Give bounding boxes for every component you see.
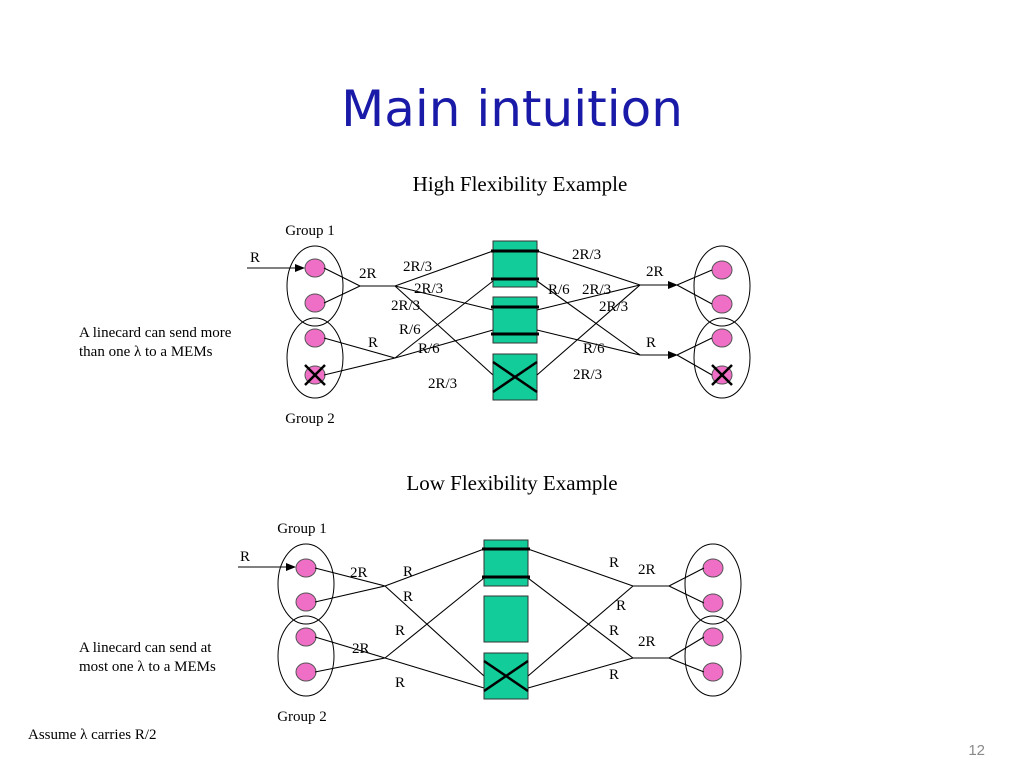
- low-link-label-l3: R: [395, 623, 405, 639]
- high-left-linecard-2: [304, 293, 326, 313]
- high-left-group1-ellipse: [286, 245, 344, 327]
- low-mems-2: [483, 595, 529, 643]
- low-link-label-l2: R: [403, 589, 413, 605]
- high-link-label-l5: R/6: [418, 341, 440, 357]
- high-left-group2-ellipse: [286, 317, 344, 399]
- low-left-group2-ellipse: [277, 615, 335, 697]
- high-left-connections: [323, 250, 494, 376]
- low-left-linecard-1: [295, 558, 317, 578]
- page-number: 12: [968, 742, 985, 759]
- slide-title: Main intuition: [341, 80, 683, 138]
- high-right-group1-ellipse: [693, 245, 751, 327]
- low-mems-1: [483, 539, 529, 587]
- high-link-label-l3: 2R/3: [391, 298, 420, 314]
- high-input-rate: R: [250, 250, 260, 266]
- high-right-2r: 2R: [646, 264, 664, 280]
- low-right-linecard-2: [702, 593, 724, 613]
- high-link-label-r3: 2R/3: [582, 282, 611, 298]
- low-link-label-r4: R: [609, 667, 619, 683]
- high-right-group2-ellipse: [693, 317, 751, 399]
- high-mems-3-x-icon: [492, 360, 538, 394]
- low-left-group1-ellipse: [277, 543, 335, 625]
- low-note-line1: A linecard can send at: [79, 640, 212, 656]
- low-group2-label: Group 2: [277, 709, 327, 725]
- high-right-linecard-2: [711, 294, 733, 314]
- high-link-label-l6: 2R/3: [428, 376, 457, 392]
- high-right-linecard-1: [711, 260, 733, 280]
- high-flex-heading: High Flexibility Example: [413, 172, 628, 196]
- low-right-group2-ellipse: [684, 615, 742, 697]
- low-mems-3-x-icon: [483, 659, 529, 693]
- high-note-line1: A linecard can send more: [79, 325, 232, 341]
- low-flexibility-diagram: Low Flexibility Example Group 1 Group 2 …: [79, 471, 742, 725]
- low-link-label-r3: R: [609, 623, 619, 639]
- low-left-linecard-4: [295, 662, 317, 682]
- low-left-2r-top: 2R: [350, 565, 368, 581]
- high-mems-2: [492, 296, 538, 344]
- high-link-label-r5: R/6: [583, 341, 605, 357]
- high-group2-label: Group 2: [285, 411, 335, 427]
- low-left-linecard-2: [295, 592, 317, 612]
- low-right-linecard-3: [702, 627, 724, 647]
- low-flex-heading: Low Flexibility Example: [406, 471, 617, 495]
- low-link-label-l1: R: [403, 564, 413, 580]
- high-left-2r: 2R: [359, 266, 377, 282]
- low-input-rate: R: [240, 549, 250, 565]
- low-left-linecard-3: [295, 627, 317, 647]
- low-link-label-r2: R: [616, 598, 626, 614]
- low-note-line2: most one λ to a MEMs: [79, 659, 216, 675]
- high-link-label-l2: 2R/3: [414, 281, 443, 297]
- low-right-linecard-4: [702, 662, 724, 682]
- high-left-linecard-1: [304, 258, 326, 278]
- high-right-connections: [536, 250, 713, 376]
- high-right-failed-x-icon: [711, 364, 733, 386]
- high-link-label-l1: 2R/3: [403, 259, 432, 275]
- footnote: Assume λ carries R/2: [28, 727, 157, 743]
- low-link-label-r1: R: [609, 555, 619, 571]
- low-link-label-l4: R: [395, 675, 405, 691]
- low-group1-label: Group 1: [277, 521, 327, 537]
- low-right-linecard-1: [702, 558, 724, 578]
- high-left-failed-x-icon: [304, 364, 326, 386]
- high-flexibility-diagram: High Flexibility Example Group 1 Group 2…: [79, 172, 751, 427]
- low-left-2r-bottom: 2R: [352, 641, 370, 657]
- high-right-r: R: [646, 335, 656, 351]
- high-link-label-r1: 2R/3: [572, 247, 601, 263]
- high-right-linecard-3: [711, 328, 733, 348]
- high-left-r: R: [368, 335, 378, 351]
- high-group1-label: Group 1: [285, 223, 335, 239]
- high-left-linecard-3: [304, 328, 326, 348]
- high-note-line2: than one λ to a MEMs: [79, 344, 213, 360]
- low-right-connections: [527, 548, 705, 689]
- high-link-label-r6: 2R/3: [573, 367, 602, 383]
- high-link-label-r4: 2R/3: [599, 299, 628, 315]
- low-left-connections: [314, 548, 485, 689]
- low-right-2r-top: 2R: [638, 562, 656, 578]
- high-link-label-r2: R/6: [548, 282, 570, 298]
- low-right-2r-bottom: 2R: [638, 634, 656, 650]
- low-right-group1-ellipse: [684, 543, 742, 625]
- high-link-label-l4: R/6: [399, 322, 421, 338]
